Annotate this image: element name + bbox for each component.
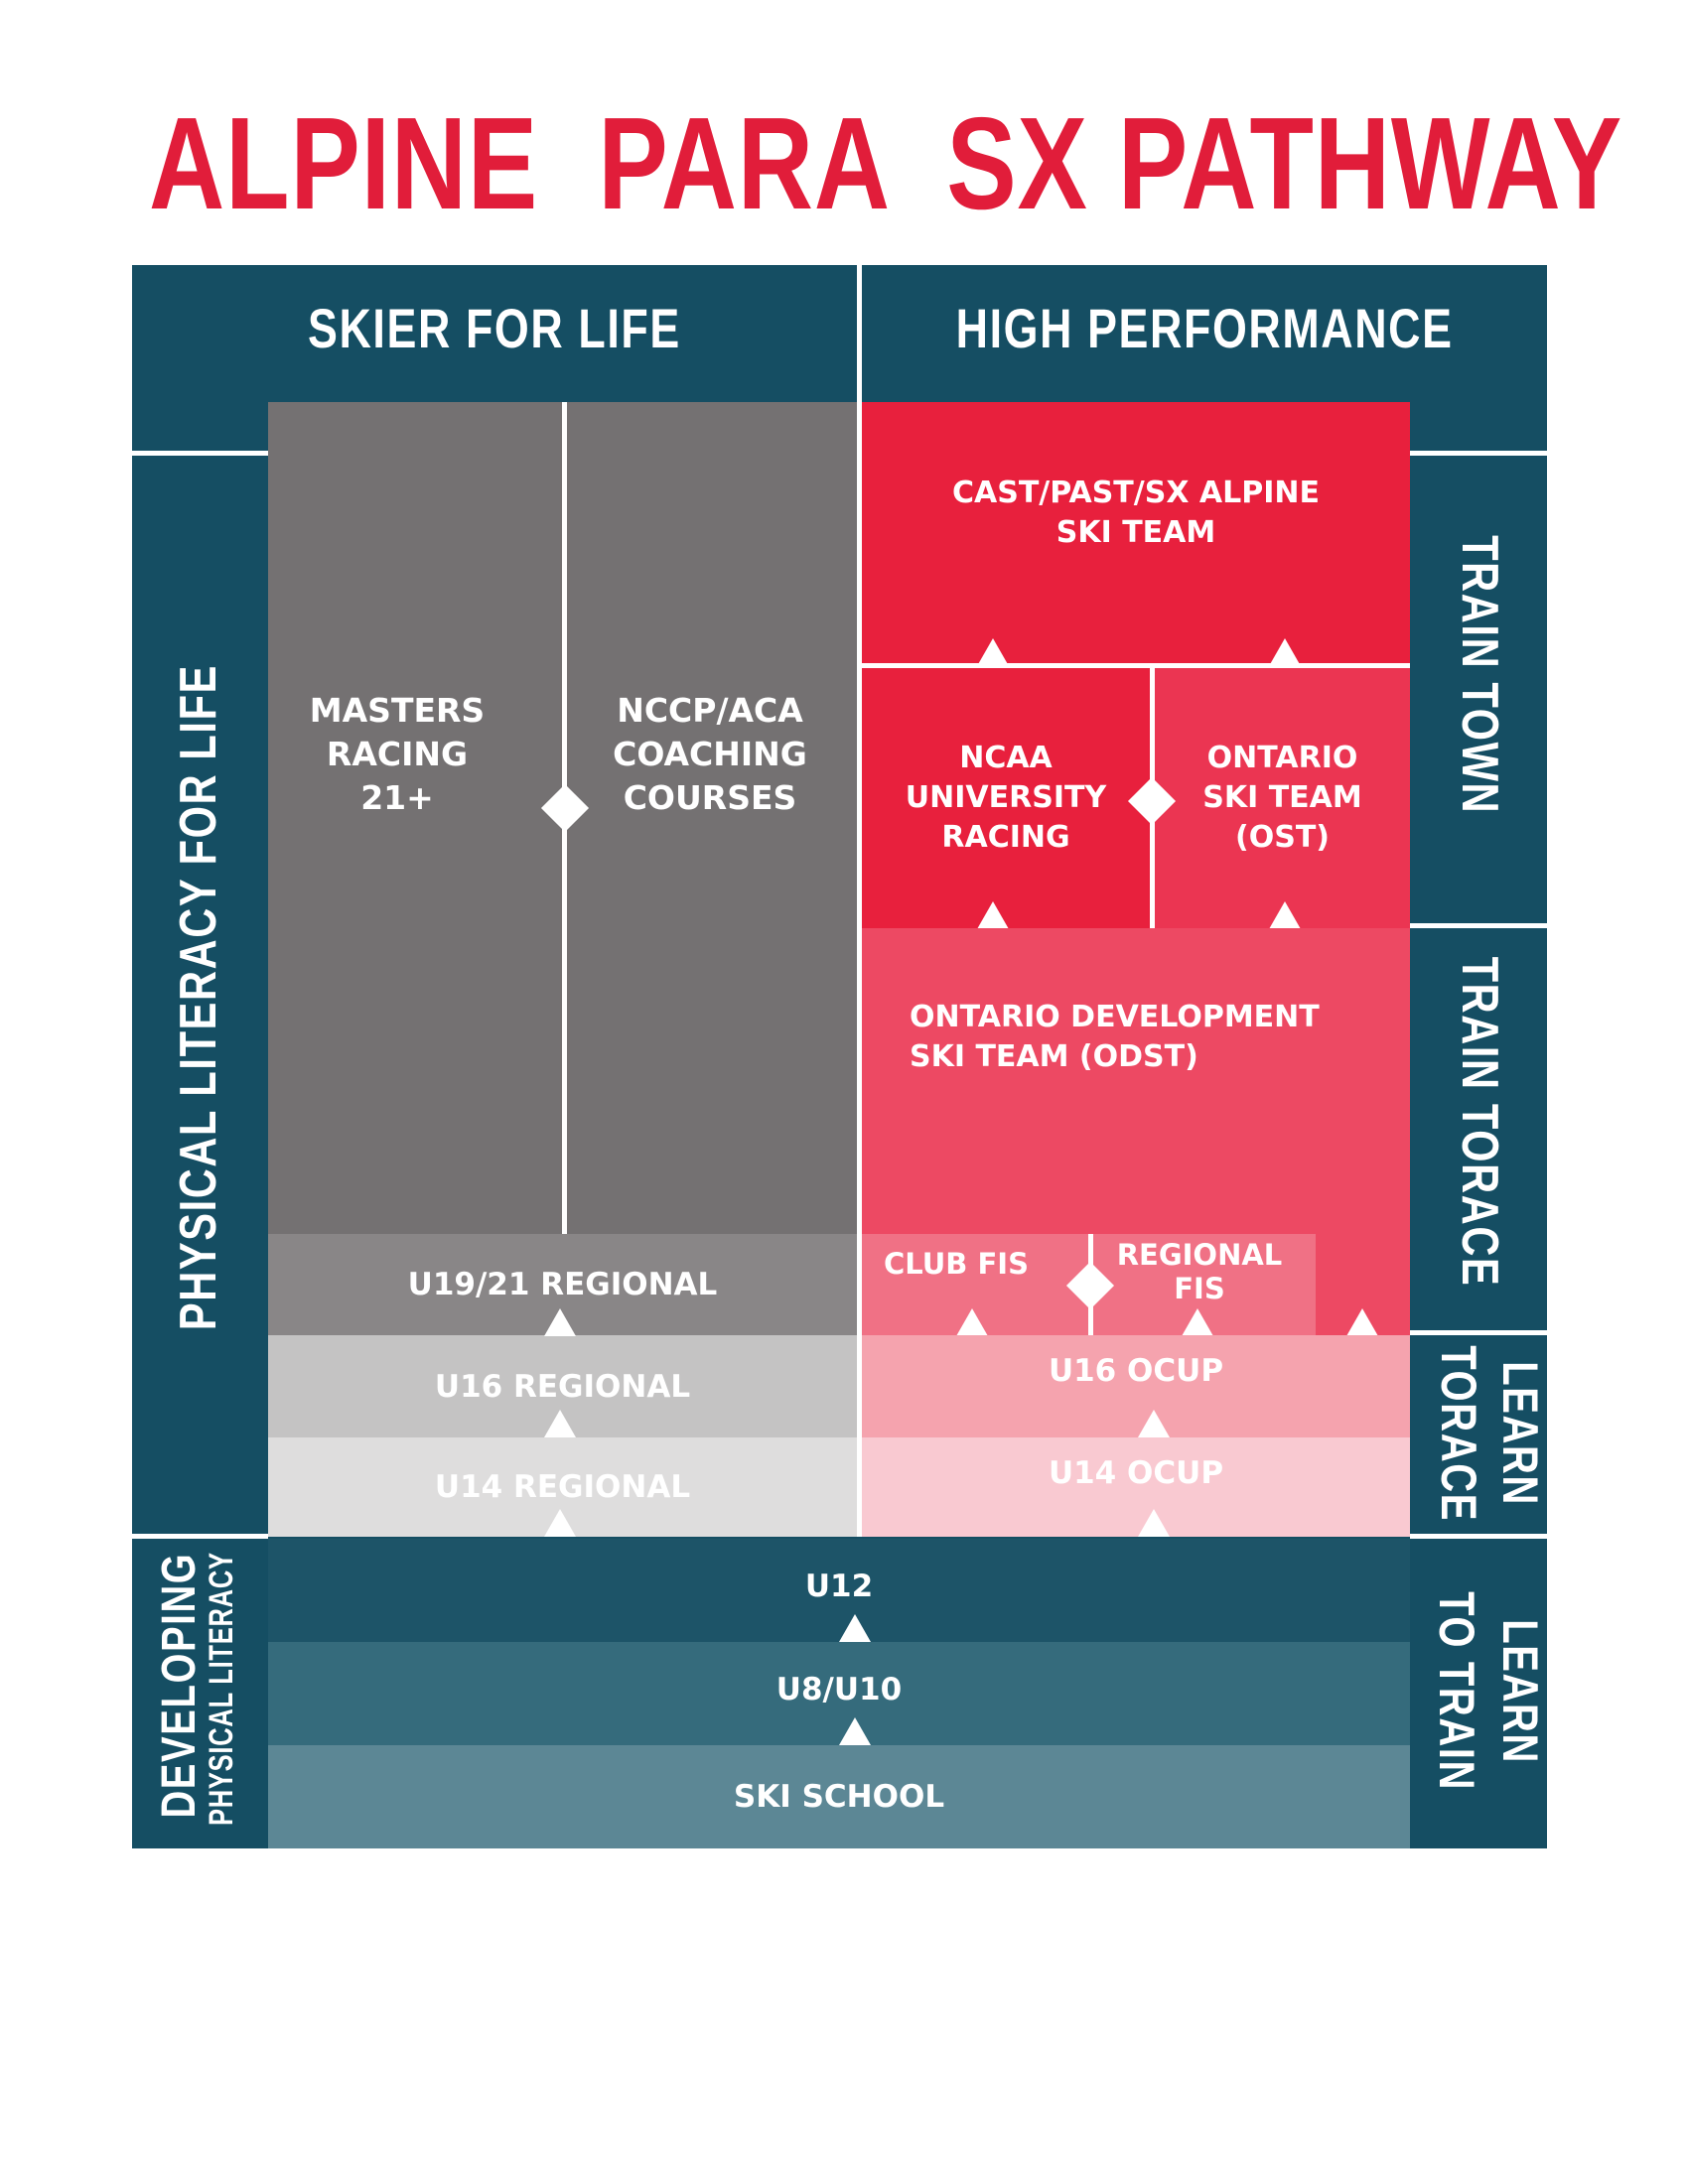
physical-literacy-text: PHYSICAL LITERACY FOR LIFE	[170, 664, 227, 1331]
column-header-high-performance-label: HIGH PERFORMANCE	[955, 296, 1454, 359]
column-divider	[857, 402, 862, 1537]
u8-u10-box: U8/U10	[268, 1642, 1410, 1745]
arrow-up-icon	[839, 1614, 871, 1642]
train-town-text: TRAIN TOWN	[1451, 535, 1508, 815]
ontario-ski-team-box: ONTARIO SKI TEAM (OST)	[1155, 668, 1410, 928]
physical-literacy-label: PHYSICAL LITERACY FOR LIFE	[164, 664, 233, 1330]
u14-ocup-box: U14 OCUP	[862, 1437, 1410, 1537]
header-divider	[857, 265, 862, 402]
column-header-skier-for-life: SKIER FOR LIFE	[132, 273, 857, 382]
club-fis-box: CLUB FIS	[884, 1247, 1029, 1281]
arrow-up-icon	[1138, 1410, 1170, 1437]
arrow-up-icon	[839, 1717, 871, 1745]
odst-box: ONTARIO DEVELOPMENT SKI TEAM (ODST)	[862, 928, 1410, 1234]
column-header-high-performance: HIGH PERFORMANCE	[862, 273, 1547, 382]
developing-physical-literacy-label: PHYSICAL LITERACY	[201, 1545, 242, 1833]
arrow-up-icon	[1269, 901, 1301, 929]
left-frame-divider-top	[132, 451, 268, 456]
learn-torace-text-1: LEARN	[1492, 1361, 1548, 1506]
train-torace-text: TRAIN TORACE	[1451, 956, 1508, 1288]
coaching-courses-box: NCCP/ACA COACHING COURSES	[613, 691, 807, 817]
masters-racing-box: MASTERS RACING 21+	[309, 691, 486, 817]
learn-torace-label-1: LEARN	[1492, 1344, 1548, 1523]
learn-torace-label-2: TORACE	[1431, 1344, 1486, 1523]
right-frame-divider-2	[1410, 923, 1547, 928]
learn-to-train-text-1: LEARN	[1492, 1619, 1548, 1764]
learn-torace-text-2: TORACE	[1431, 1345, 1486, 1522]
u16-ocup-box: U16 OCUP	[862, 1335, 1410, 1437]
arrow-up-icon	[977, 638, 1009, 666]
learn-to-train-text-2: TO TRAIN	[1429, 1591, 1484, 1792]
ski-school-box: SKI SCHOOL	[268, 1745, 1410, 1848]
column-header-skier-for-life-label: SKIER FOR LIFE	[308, 296, 681, 359]
page-title: ALPINE PARA SX PATHWAY	[149, 90, 1623, 236]
developing-text: DEVELOPING	[152, 1553, 206, 1819]
arrow-up-icon	[544, 1308, 576, 1336]
learn-to-train-label-1: LEARN	[1492, 1572, 1548, 1811]
train-torace-label: TRAIN TORACE	[1450, 943, 1509, 1300]
developing-physical-literacy-text: PHYSICAL LITERACY	[202, 1552, 240, 1826]
arrow-up-icon	[956, 1308, 988, 1336]
arrow-up-icon	[1138, 1509, 1170, 1537]
right-frame-divider-1	[1410, 451, 1547, 456]
arrow-up-icon	[544, 1410, 576, 1437]
learn-to-train-label-2: TO TRAIN	[1429, 1572, 1484, 1811]
national-ski-team-box: CAST/PAST/SX ALPINE SKI TEAM	[862, 402, 1410, 666]
national-divider	[862, 663, 1410, 668]
ncaa-racing-box: NCAA UNIVERSITY RACING	[862, 668, 1150, 928]
regional-fis-box: REGIONAL FIS	[1116, 1238, 1283, 1305]
right-frame-divider-4	[1410, 1534, 1547, 1539]
train-town-label: TRAIN TOWN	[1450, 526, 1509, 824]
arrow-up-icon	[544, 1509, 576, 1537]
right-frame-divider-3	[1410, 1330, 1547, 1335]
arrow-up-icon	[977, 901, 1009, 929]
arrow-up-icon	[1346, 1308, 1378, 1336]
developing-label: DEVELOPING	[151, 1537, 207, 1835]
left-frame-divider-bottom	[132, 1534, 268, 1539]
arrow-up-icon	[1182, 1308, 1213, 1336]
arrow-up-icon	[1269, 638, 1301, 666]
